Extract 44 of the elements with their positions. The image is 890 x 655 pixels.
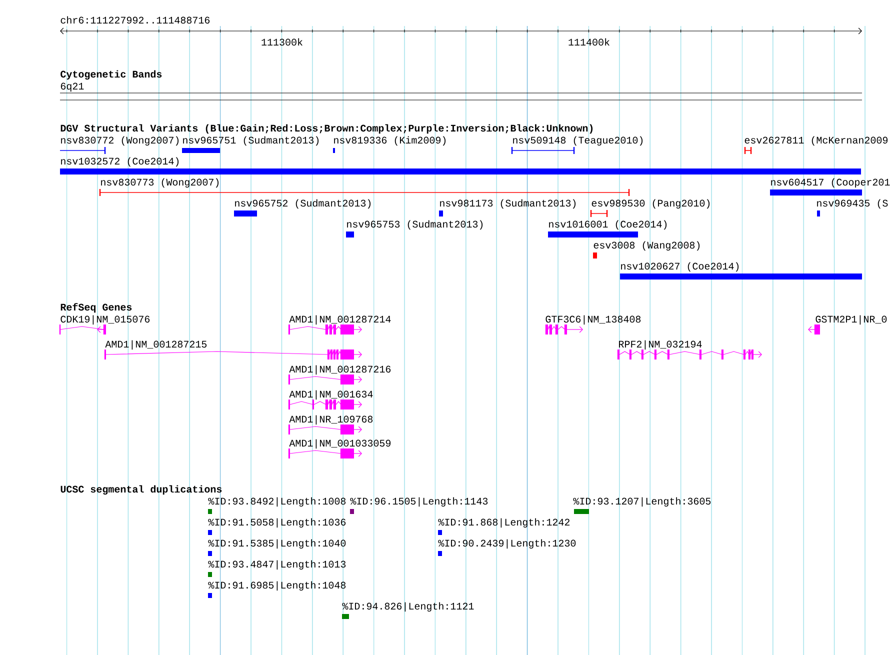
tick-label: 111400k xyxy=(568,38,610,46)
track-title: UCSC segmental duplications xyxy=(60,485,222,495)
feature-label: %ID:91.6985|Length:1048 xyxy=(208,581,346,591)
feature-label: AMD1|NM_001634 xyxy=(289,390,373,400)
feature-label: GTF3C6|NM_138408 xyxy=(546,315,641,325)
feature-label: AMD1|NM_001287215 xyxy=(105,340,207,350)
feature-label: nsv604517 (Cooper201 xyxy=(771,178,890,188)
feature-label: %ID:90.2439|Length:1230 xyxy=(438,539,576,549)
feature-label: nsv965752 (Sudmant2013) xyxy=(235,199,371,209)
feature-label: esv3008 (Wang2008) xyxy=(594,241,700,251)
feature-label: nsv969435 (S xyxy=(817,199,888,209)
feature-label: nsv1032572 (Coe2014) xyxy=(61,157,179,167)
feature-label: %ID:91.868|Length:1242 xyxy=(438,518,570,528)
feature-label: nsv1020627 (Coe2014) xyxy=(621,262,739,272)
feature-label: %ID:96.1505|Length:1143 xyxy=(350,497,488,507)
track-title: DGV Structural Variants (Blue:Gain;Red:Loss;Brown:Complex;Purple:Inversion;Black:Unknown) xyxy=(60,124,593,134)
feature-label: nsv965751 (Sudmant2013) xyxy=(183,136,319,146)
feature-label: %ID:93.4847|Length:1013 xyxy=(208,560,346,570)
feature-label: %ID:93.1207|Length:3605 xyxy=(573,497,711,507)
feature-label: %ID:93.8492|Length:1008 xyxy=(208,497,346,507)
feature-label: RPF2|NM_032194 xyxy=(619,340,702,350)
feature-label: %ID:91.5385|Length:1040 xyxy=(208,539,346,549)
feature-label: AMD1|NR_109768 xyxy=(289,415,373,425)
tick-label: 111300k xyxy=(262,38,302,46)
track-title: Cytogenetic Bands xyxy=(60,70,162,80)
feature-label: nsv830772 (Wong2007) xyxy=(61,136,179,146)
band-label: 6q21 xyxy=(60,82,84,92)
feature-label: nsv819336 (Kim2009) xyxy=(334,136,446,146)
feature-label: esv2627811 (McKernan2009 xyxy=(744,136,888,146)
feature-label: nsv965753 (Sudmant2013) xyxy=(347,220,483,230)
feature-label: AMD1|NM_001287214 xyxy=(289,315,391,325)
feature-label: AMD1|NM_001287216 xyxy=(289,365,391,375)
feature-label: esv989530 (Pang2010) xyxy=(592,199,710,209)
feature-label: CDK19|NM_015076 xyxy=(60,315,150,325)
feature-label: GSTM2P1|NR_0 xyxy=(816,315,887,325)
track-title: RefSeq Genes xyxy=(60,303,132,313)
feature-label: %ID:91.5058|Length:1036 xyxy=(208,518,346,528)
feature-label: nsv1016001 (Coe2014) xyxy=(549,220,667,230)
feature-label: nsv509148 (Teague2010) xyxy=(513,136,643,146)
feature-label: AMD1|NM_001033059 xyxy=(289,439,391,449)
feature-label: nsv981173 (Sudmant2013) xyxy=(440,199,576,209)
feature-label: nsv830773 (Wong2007) xyxy=(101,178,219,188)
feature-label: %ID:94.826|Length:1121 xyxy=(342,602,474,612)
coordinate-text: chr6:111227992..111488716 xyxy=(60,16,210,24)
